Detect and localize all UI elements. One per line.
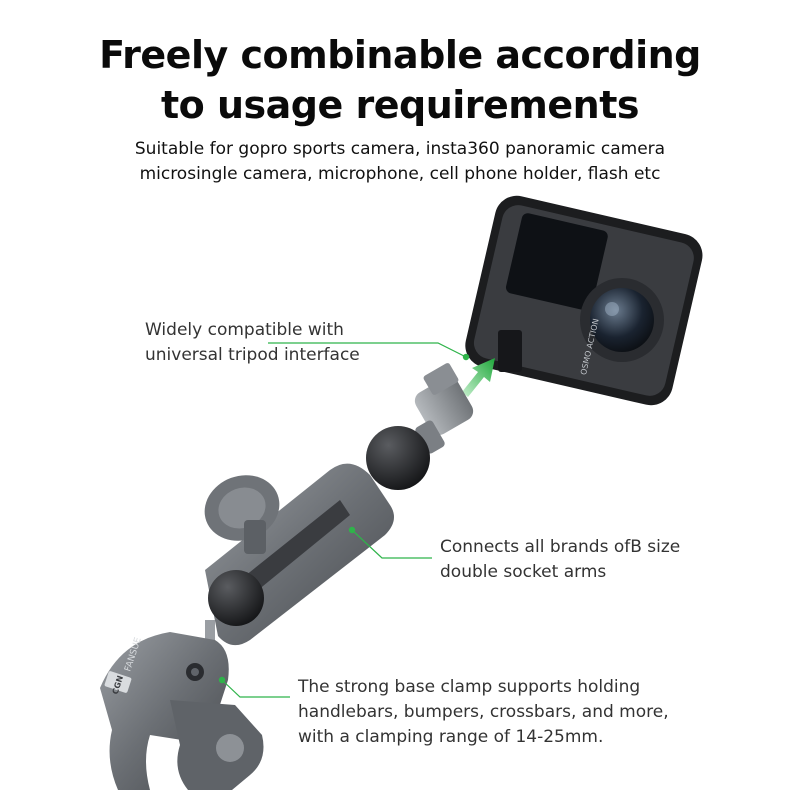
leader-dot-tripod: [462, 353, 470, 361]
ball-head: [366, 426, 430, 490]
callout-arms: Connects all brands ofB size double sock…: [440, 535, 680, 585]
leader-line-arms: [351, 529, 432, 559]
callout-tripod-line-2: universal tripod interface: [145, 345, 360, 365]
subtitle-line-1: Suitable for gopro sports camera, insta3…: [134, 139, 666, 159]
callout-arms-line-2: double socket arms: [440, 562, 607, 582]
double-socket-arm: [204, 463, 394, 646]
action-camera: OSMO ACTION: [465, 195, 703, 406]
camera-mount-fingers: [498, 330, 522, 372]
camera-lens: [590, 288, 654, 352]
callout-clamp: The strong base clamp supports holding h…: [298, 675, 669, 750]
leader-line-clamp: [221, 679, 290, 698]
camera-screen: [505, 213, 608, 311]
page-title: Freely combinable according to usage req…: [0, 30, 800, 130]
leader-dot-clamp: [218, 676, 226, 684]
page-subtitle: Suitable for gopro sports camera, insta3…: [0, 137, 800, 187]
gopro-adapter: [414, 363, 474, 454]
callout-clamp-line-1: The strong base clamp supports holding: [298, 677, 641, 697]
title-line-2: to usage requirements: [160, 83, 640, 127]
callout-clamp-line-2: handlebars, bumpers, crossbars, and more…: [298, 702, 669, 722]
leader-line-tripod: [268, 342, 467, 358]
callout-clamp-line-3: with a clamping range of 14-25mm.: [298, 727, 604, 747]
leader-dot-arms: [348, 526, 356, 534]
callout-arms-line-1: Connects all brands ofB size: [440, 537, 681, 557]
arrow-up-right-icon: [462, 358, 495, 397]
subtitle-line-2: microsingle camera, microphone, cell pho…: [139, 164, 661, 184]
base-ball: [208, 570, 264, 626]
base-clamp: FANSUE CGN: [100, 620, 264, 790]
callout-tripod: Widely compatible with universal tripod …: [145, 318, 360, 368]
leader-lines: [221, 342, 467, 698]
callout-tripod-line-1: Widely compatible with: [145, 320, 344, 340]
title-line-1: Freely combinable according: [99, 33, 701, 77]
